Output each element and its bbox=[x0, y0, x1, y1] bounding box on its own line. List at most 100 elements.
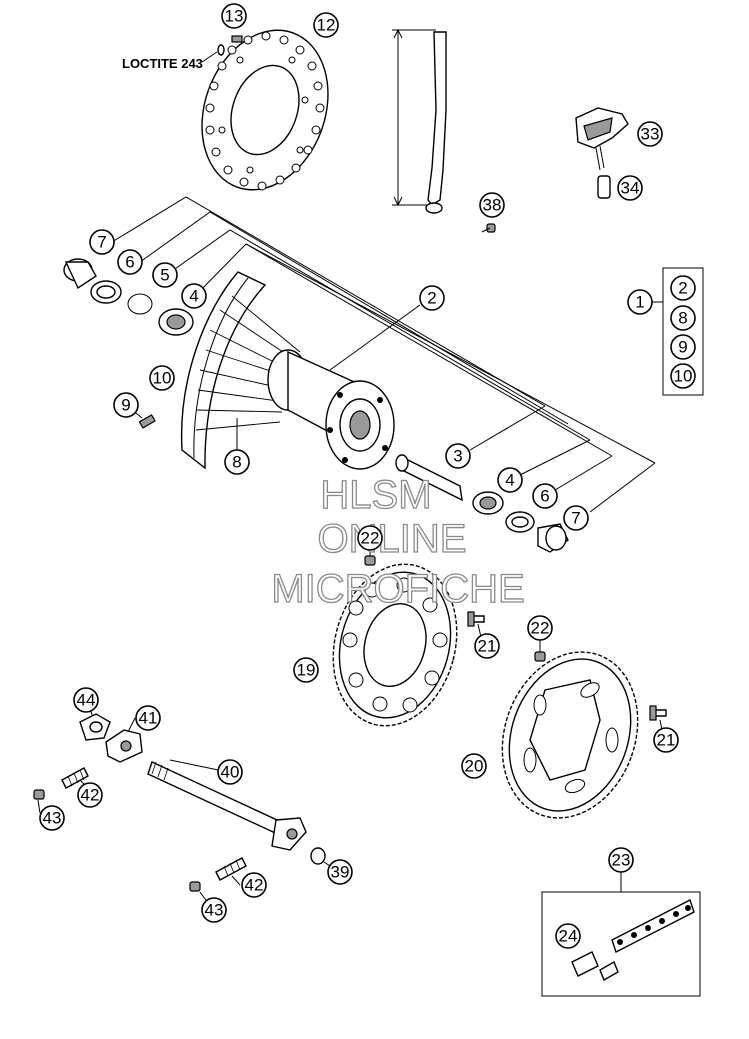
callout-7-left: 7 bbox=[89, 229, 115, 255]
svg-text:21: 21 bbox=[478, 637, 497, 656]
callout-33: 33 bbox=[637, 121, 663, 147]
watermark-line-2: ONLINE bbox=[318, 517, 467, 561]
rear-sprocket-small bbox=[332, 563, 458, 727]
callout-3: 3 bbox=[445, 443, 471, 469]
svg-text:8: 8 bbox=[678, 309, 687, 328]
callout-8: 8 bbox=[224, 449, 250, 475]
spoke-nipple bbox=[138, 414, 156, 429]
callout-12: 12 bbox=[313, 12, 339, 38]
svg-text:39: 39 bbox=[331, 863, 350, 882]
adjuster-nut-b bbox=[189, 881, 201, 892]
callout-5: 5 bbox=[152, 262, 178, 288]
svg-text:9: 9 bbox=[678, 338, 687, 357]
spoke-gauge bbox=[392, 28, 447, 214]
left-circlip bbox=[127, 293, 153, 315]
kit-item-8: 8 bbox=[670, 305, 696, 331]
callout-42-a: 42 bbox=[77, 782, 103, 808]
chain-box bbox=[541, 891, 701, 997]
watermark-line-3: MICROFICHE bbox=[271, 567, 524, 611]
right-bearing bbox=[472, 491, 504, 515]
svg-text:22: 22 bbox=[531, 619, 550, 638]
svg-text:33: 33 bbox=[641, 125, 660, 144]
svg-text:21: 21 bbox=[657, 731, 676, 750]
kit-item-10: 10 bbox=[670, 363, 696, 389]
adjuster-screw-b bbox=[215, 857, 247, 881]
callout-24: 24 bbox=[555, 923, 581, 949]
svg-text:38: 38 bbox=[483, 196, 502, 215]
svg-text:13: 13 bbox=[225, 7, 244, 26]
svg-text:20: 20 bbox=[465, 757, 484, 776]
callout-1: 1 bbox=[627, 289, 653, 315]
svg-text:6: 6 bbox=[540, 487, 549, 506]
svg-text:10: 10 bbox=[153, 369, 172, 388]
chain-guide-part bbox=[575, 107, 629, 171]
axle-nut bbox=[79, 713, 111, 741]
adjuster-screw-a bbox=[61, 767, 89, 789]
svg-text:7: 7 bbox=[97, 233, 106, 252]
callout-10: 10 bbox=[149, 365, 175, 391]
sprocket-nut-b bbox=[534, 651, 546, 662]
callout-42-b: 42 bbox=[241, 872, 267, 898]
svg-text:42: 42 bbox=[245, 876, 264, 895]
callout-6-left: 6 bbox=[117, 249, 143, 275]
svg-text:1: 1 bbox=[635, 293, 644, 312]
svg-text:4: 4 bbox=[505, 471, 514, 490]
small-nut bbox=[486, 223, 496, 233]
svg-text:9: 9 bbox=[121, 396, 130, 415]
kit-item-9: 9 bbox=[670, 334, 696, 360]
callout-4-right: 4 bbox=[497, 467, 523, 493]
svg-text:12: 12 bbox=[317, 16, 336, 35]
watermark: HLSM ONLINE MICROFICHE bbox=[271, 472, 526, 611]
left-seal bbox=[90, 280, 122, 304]
callout-38: 38 bbox=[479, 192, 505, 218]
sprocket-bolt-b bbox=[649, 705, 667, 721]
rear-axle bbox=[147, 761, 307, 851]
svg-text:24: 24 bbox=[559, 927, 578, 946]
svg-text:4: 4 bbox=[189, 287, 198, 306]
svg-text:7: 7 bbox=[571, 509, 580, 528]
callout-19: 19 bbox=[293, 657, 319, 683]
left-spacer bbox=[63, 258, 97, 290]
svg-text:23: 23 bbox=[612, 851, 631, 870]
callout-6-right: 6 bbox=[532, 483, 558, 509]
svg-text:44: 44 bbox=[77, 691, 96, 710]
callout-23: 23 bbox=[608, 847, 634, 873]
callout-39: 39 bbox=[327, 859, 353, 885]
kit-item-2: 2 bbox=[670, 275, 696, 301]
kit-list-box bbox=[652, 267, 704, 396]
axle-cap bbox=[310, 847, 326, 865]
loctite-note: LOCTITE 243 bbox=[122, 56, 203, 71]
callout-13: 13 bbox=[221, 3, 247, 29]
callout-44: 44 bbox=[73, 687, 99, 713]
sprocket-bolt-a bbox=[467, 611, 485, 627]
callout-22-b: 22 bbox=[527, 615, 553, 641]
svg-text:2: 2 bbox=[427, 289, 436, 308]
callout-43-b: 43 bbox=[201, 897, 227, 923]
wheel-rim bbox=[180, 271, 267, 470]
chain-adjuster-left bbox=[105, 729, 143, 763]
svg-text:6: 6 bbox=[125, 253, 134, 272]
svg-text:2: 2 bbox=[678, 279, 687, 298]
callout-4-left: 4 bbox=[181, 283, 207, 309]
brake-disc bbox=[201, 29, 329, 191]
svg-text:10: 10 bbox=[674, 367, 693, 386]
callout-40: 40 bbox=[217, 759, 243, 785]
callout-41: 41 bbox=[135, 705, 161, 731]
svg-text:41: 41 bbox=[139, 709, 158, 728]
callout-34: 34 bbox=[617, 175, 643, 201]
spacer-sleeve bbox=[597, 175, 611, 199]
svg-text:8: 8 bbox=[232, 453, 241, 472]
svg-text:40: 40 bbox=[221, 763, 240, 782]
svg-text:19: 19 bbox=[297, 661, 316, 680]
right-spacer-tube bbox=[395, 454, 463, 502]
callout-43-a: 43 bbox=[39, 805, 65, 831]
right-spacer bbox=[537, 523, 569, 553]
right-seal bbox=[505, 511, 535, 533]
callout-22-a: 22 bbox=[357, 525, 383, 551]
callout-21-b: 21 bbox=[653, 727, 679, 753]
adjuster-nut-a bbox=[33, 789, 45, 800]
svg-text:42: 42 bbox=[81, 786, 100, 805]
svg-text:3: 3 bbox=[453, 447, 462, 466]
disc-screw bbox=[217, 35, 243, 56]
